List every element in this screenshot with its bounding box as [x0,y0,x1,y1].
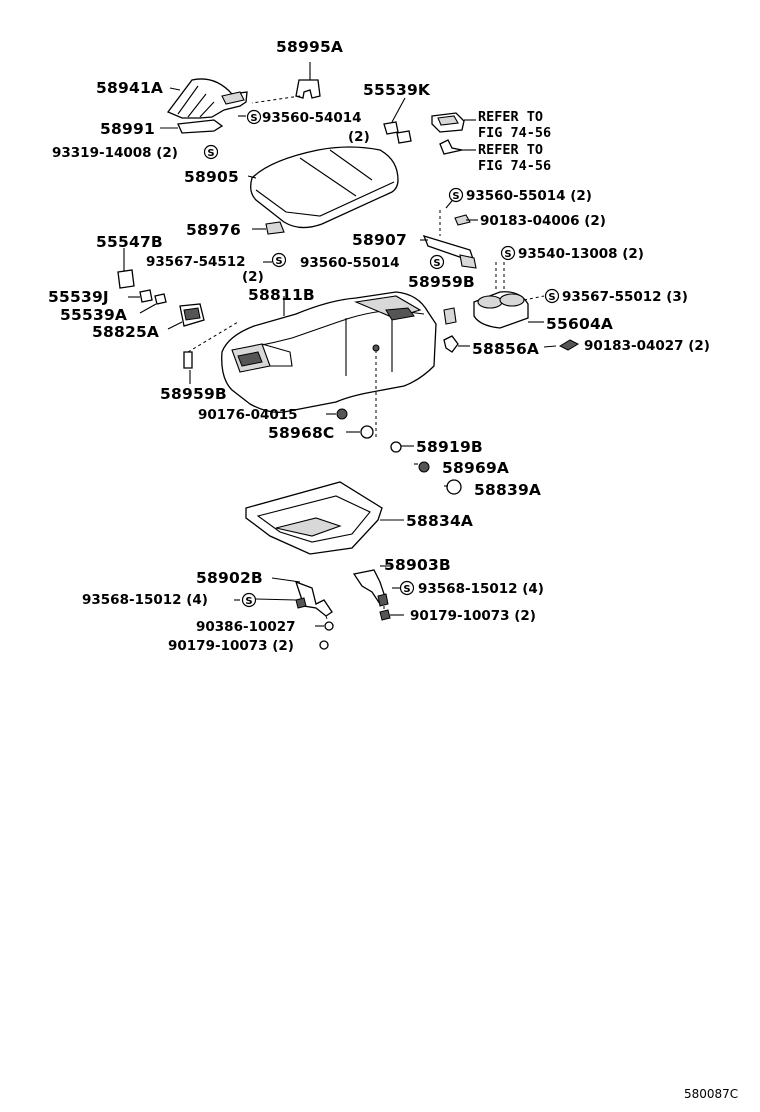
s-symbol-93560-55014: S [429,254,445,270]
label-refer-to-1: REFER TO [478,109,543,125]
refer-part-drawings [431,112,476,155]
label-58903b: 58903B [384,556,451,574]
part-58834a-drawing [245,481,404,555]
part-58959b-right-drawing [443,307,457,325]
part-58825a-drawing [167,303,205,330]
part-58811b-drawing [221,291,437,413]
part-90183-04006-drawing [454,214,471,226]
s-symbol-93319: S [203,144,219,160]
s-symbol-93560-55014-2: S [448,187,464,203]
svg-text:S: S [403,584,410,595]
part-55539k-drawing [383,97,412,144]
label-58995a: 58995A [276,38,343,56]
label-58811b: 58811B [248,286,315,304]
label-93560-55014: 93560-55014 [300,255,400,271]
part-58959b-left-drawing [183,321,239,384]
label-fig-74-56-2: FIG 74-56 [478,158,551,174]
part-55539j-drawing [128,289,153,303]
svg-text:S: S [207,148,214,159]
label-93568-15012-left: 93568-15012 (4) [82,592,208,608]
svg-text:S: S [275,256,282,267]
label-90183-04027: 90183-04027 (2) [584,338,710,354]
label-58834a: 58834A [406,512,473,530]
part-55604a-drawing [473,262,545,329]
part-58905-drawing [250,146,399,229]
bottom-fasteners-drawing [319,609,391,650]
label-90386-10027: 90386-10027 [196,619,296,635]
part-58976-drawing [252,221,285,235]
label-58825a: 58825A [92,323,159,341]
label-qty-2-a: (2) [348,129,370,145]
svg-text:S: S [548,292,555,303]
label-58991: 58991 [100,120,155,138]
label-fig-74-56-1: FIG 74-56 [478,125,551,141]
part-90183-04027-drawing [558,339,580,351]
fastener-chain-drawing [326,344,462,495]
label-90183-04006: 90183-04006 (2) [480,213,606,229]
svg-text:S: S [250,113,257,124]
label-55539k: 55539K [363,81,431,99]
svg-text:S: S [245,596,252,607]
label-93567-55012: 93567-55012 (3) [562,289,688,305]
label-93319-14008: 93319-14008 (2) [52,145,178,161]
label-90176-04015: 90176-04015 [198,407,298,423]
label-93560-55014-2: 93560-55014 (2) [466,188,592,204]
label-58959b-right: 58959B [408,273,475,291]
label-58907: 58907 [352,231,407,249]
label-58905: 58905 [184,168,239,186]
label-93567-54512: 93567-54512 [146,254,246,270]
s-symbol-93567-55012: S [544,288,560,304]
part-55547b-drawing [117,248,135,289]
label-90179-10073-right: 90179-10073 (2) [410,608,536,624]
label-93568-15012-right: 93568-15012 (4) [418,581,544,597]
svg-text:S: S [433,258,440,269]
label-93540-13008: 93540-13008 (2) [518,246,644,262]
label-55539a: 55539A [60,306,127,324]
label-58839a: 58839A [474,481,541,499]
s-symbol-93560-54014: S [246,109,262,125]
label-58856a: 58856A [472,340,539,358]
part-55539a-drawing [139,293,167,314]
label-58968c: 58968C [268,424,335,442]
label-93560-54014: 93560-54014 [262,110,362,126]
s-symbol-93567-54512: S [271,252,287,268]
label-58969a: 58969A [442,459,509,477]
label-58976: 58976 [186,221,241,239]
label-55547b: 55547B [96,233,163,251]
part-58907-drawing [420,210,477,269]
label-58902b: 58902B [196,569,263,587]
part-58941a-drawing [166,78,248,119]
part-58995a-drawing [251,62,321,104]
part-58902b-drawing [271,577,333,617]
label-90179-10073-left: 90179-10073 (2) [168,638,294,654]
label-58959b-left: 58959B [160,385,227,403]
label-55539j: 55539J [48,288,109,306]
s-symbol-93540: S [500,245,516,261]
part-58991-drawing [160,119,224,134]
label-qty-2-b: (2) [242,269,264,285]
part-58903b-drawing [352,565,392,612]
svg-text:S: S [452,191,459,202]
s-symbol-93568-left: S [241,592,257,608]
label-55604a: 55604A [546,315,613,333]
s-symbol-93568-right: S [399,580,415,596]
part-58856a-drawing [443,335,470,353]
label-58941a: 58941A [96,79,163,97]
diagram-code: 580087C [684,1087,738,1101]
label-58919b: 58919B [416,438,483,456]
svg-text:S: S [504,249,511,260]
label-refer-to-2: REFER TO [478,142,543,158]
